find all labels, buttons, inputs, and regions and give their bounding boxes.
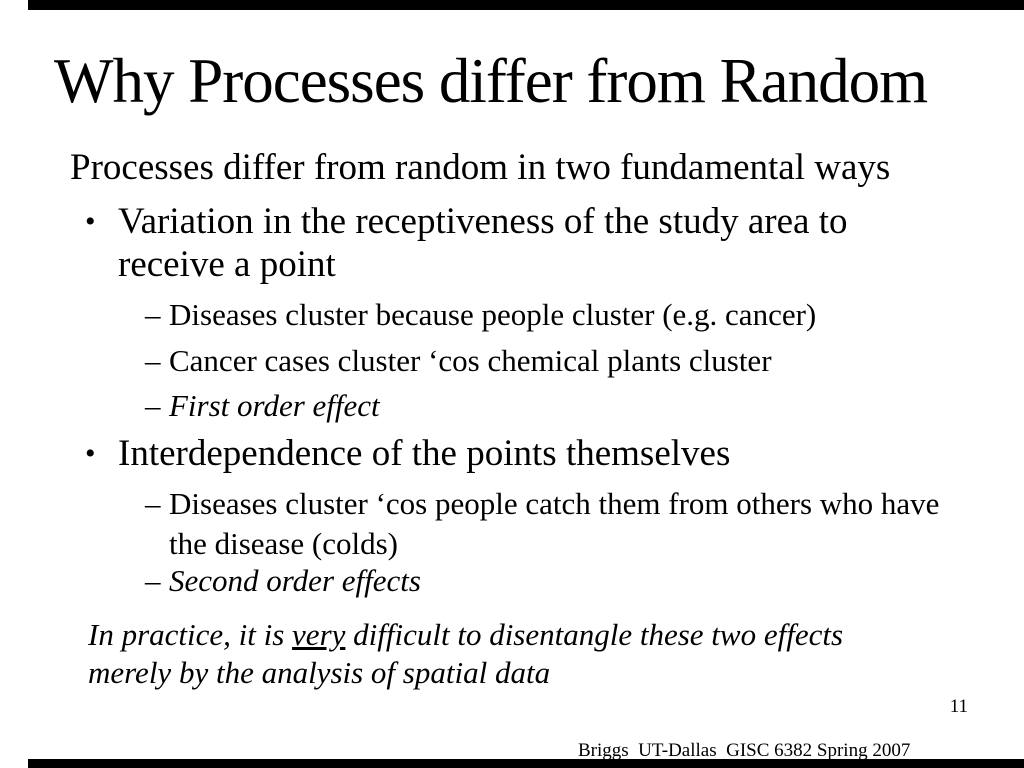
sub-bullet-item: – Diseases cluster because people cluste…: [145, 295, 969, 335]
sub-bullet-item: – Cancer cases cluster ‘cos chemical pla…: [145, 341, 969, 381]
dash-icon: –: [145, 486, 161, 521]
bullet-label: Interdependence of the points themselves: [118, 433, 731, 474]
note-text-pre: In practice, it is: [88, 617, 293, 652]
dash-icon: –: [145, 343, 161, 378]
sub-bullet-label: Diseases cluster ‘cos people catch them …: [169, 486, 940, 561]
dash-icon: –: [145, 297, 161, 332]
bullet-dot-icon: •: [85, 205, 96, 238]
page-number: 11: [949, 696, 968, 717]
sub-bullet-label: Cancer cases cluster ‘cos chemical plant…: [169, 343, 772, 378]
bottom-black-bar: [28, 759, 1024, 768]
bullet-dot-icon: •: [85, 437, 96, 470]
practice-note: In practice, it is very difficult to dis…: [88, 616, 848, 692]
bullet-item: • Interdependence of the points themselv…: [85, 432, 963, 475]
dash-icon: –: [145, 563, 161, 598]
bullet-item: • Variation in the receptiveness of the …: [85, 200, 963, 286]
intro-text: Processes differ from random in two fund…: [70, 147, 891, 188]
sub-bullet-label: Diseases cluster because people cluster …: [169, 297, 817, 332]
sub-bullet-item: – First order effect: [145, 386, 969, 426]
sub-bullet-item: – Diseases cluster ‘cos people catch the…: [145, 484, 969, 564]
top-black-bar: [28, 0, 1024, 10]
sub-bullet-item: – Second order effects: [145, 561, 969, 601]
dash-icon: –: [145, 388, 161, 423]
bullet-label: Variation in the receptiveness of the st…: [118, 201, 848, 285]
page-title: Why Processes differ from Random: [54, 46, 928, 116]
note-text-post: difficult to disentangle these two effec…: [88, 617, 844, 690]
note-text-underlined: very: [292, 617, 346, 652]
sub-bullet-label: Second order effects: [169, 563, 421, 598]
sub-bullet-label: First order effect: [169, 388, 380, 423]
footer-credit: Briggs UT-Dallas GISC 6382 Spring 2007: [578, 740, 911, 761]
